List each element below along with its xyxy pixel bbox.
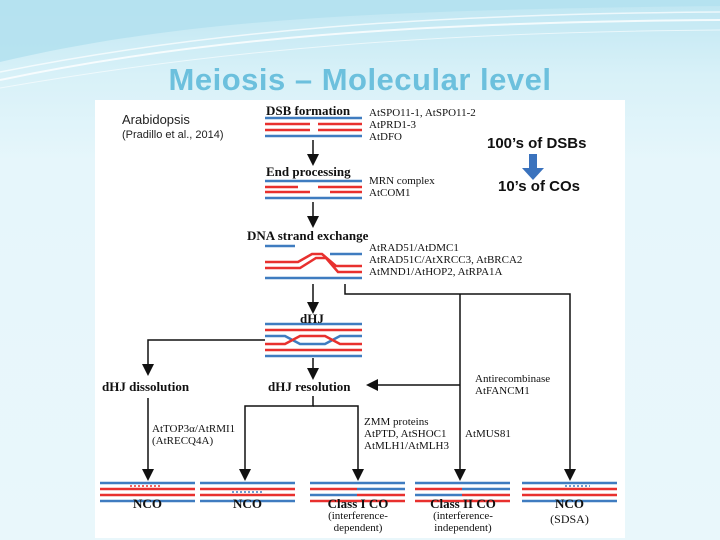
step-dna-strand-exchange: DNA strand exchange (247, 228, 369, 243)
arrow-dhj-to-dissolution (142, 339, 265, 376)
genes-antirecombinase: Antirecombinase AtFANCM1 (475, 373, 551, 397)
outcome-class1-subtitle: (interference- dependent) (328, 510, 388, 534)
outcome-dna-class1 (310, 481, 405, 503)
genes-dsb: AtSPO11-1, AtSPO11-2 AtPRD1-3 AtDFO (369, 107, 476, 143)
strand-exchange-dna-icon (265, 244, 362, 280)
down-arrow-icon (522, 154, 544, 180)
organism-label: Arabidopsis (122, 112, 190, 127)
genes-zmm: ZMM proteins AtPTD, AtSHOC1 AtMLH1/AtMLH… (364, 416, 449, 452)
dsb-count-label: 100’s of DSBs (487, 135, 587, 152)
step-dsb-formation: DSB formation (266, 103, 351, 118)
outcome-nco-3: NCO (555, 496, 584, 511)
end-processing-dna-icon (265, 179, 362, 200)
outcome-class1-co: Class I CO (327, 496, 389, 511)
genes-dissolution: AtTOP3α/AtRMI1 (AtRECQ4A) (152, 423, 236, 447)
step-end-processing: End processing (266, 164, 351, 179)
outcome-class2-subtitle: (interference- independent) (433, 510, 493, 534)
citation-label: (Pradillo et al., 2014) (122, 129, 224, 141)
outcome-class2-co: Class II CO (430, 496, 496, 511)
gene-mus81: AtMUS81 (465, 428, 511, 440)
outcome-nco-2: NCO (233, 496, 262, 511)
outcome-dna-nco-2 (200, 481, 295, 503)
arrow-resolution-to-class1 (313, 405, 364, 481)
genes-end-processing: MRN complex AtCOM1 (369, 175, 435, 199)
step-dhj: dHJ (300, 311, 324, 326)
step-dhj-dissolution: dHJ dissolution (102, 379, 190, 394)
arrow-resolution-to-nco (239, 396, 314, 481)
outcome-dna-nco-sdsa (522, 481, 617, 503)
dsb-dna-icon (265, 116, 362, 138)
outcome-dna-class2 (415, 481, 510, 503)
slide-title: Meiosis – Molecular level (168, 62, 552, 97)
genes-strand-exchange: AtRAD51/AtDMC1 AtRAD51C/AtXRCC3, AtBRCA2… (369, 242, 523, 278)
header-swoosh-decoration (0, 0, 720, 89)
outcome-sdsa-subtitle: (SDSA) (550, 512, 589, 526)
co-count-label: 10’s of COs (498, 178, 580, 195)
arrow-exchange-to-sdsa (344, 284, 576, 481)
dhj-dna-icon (265, 322, 362, 358)
outcome-dna-nco-1 (100, 481, 195, 503)
step-dhj-resolution: dHJ resolution (268, 379, 351, 394)
outcome-nco-1: NCO (133, 496, 162, 511)
